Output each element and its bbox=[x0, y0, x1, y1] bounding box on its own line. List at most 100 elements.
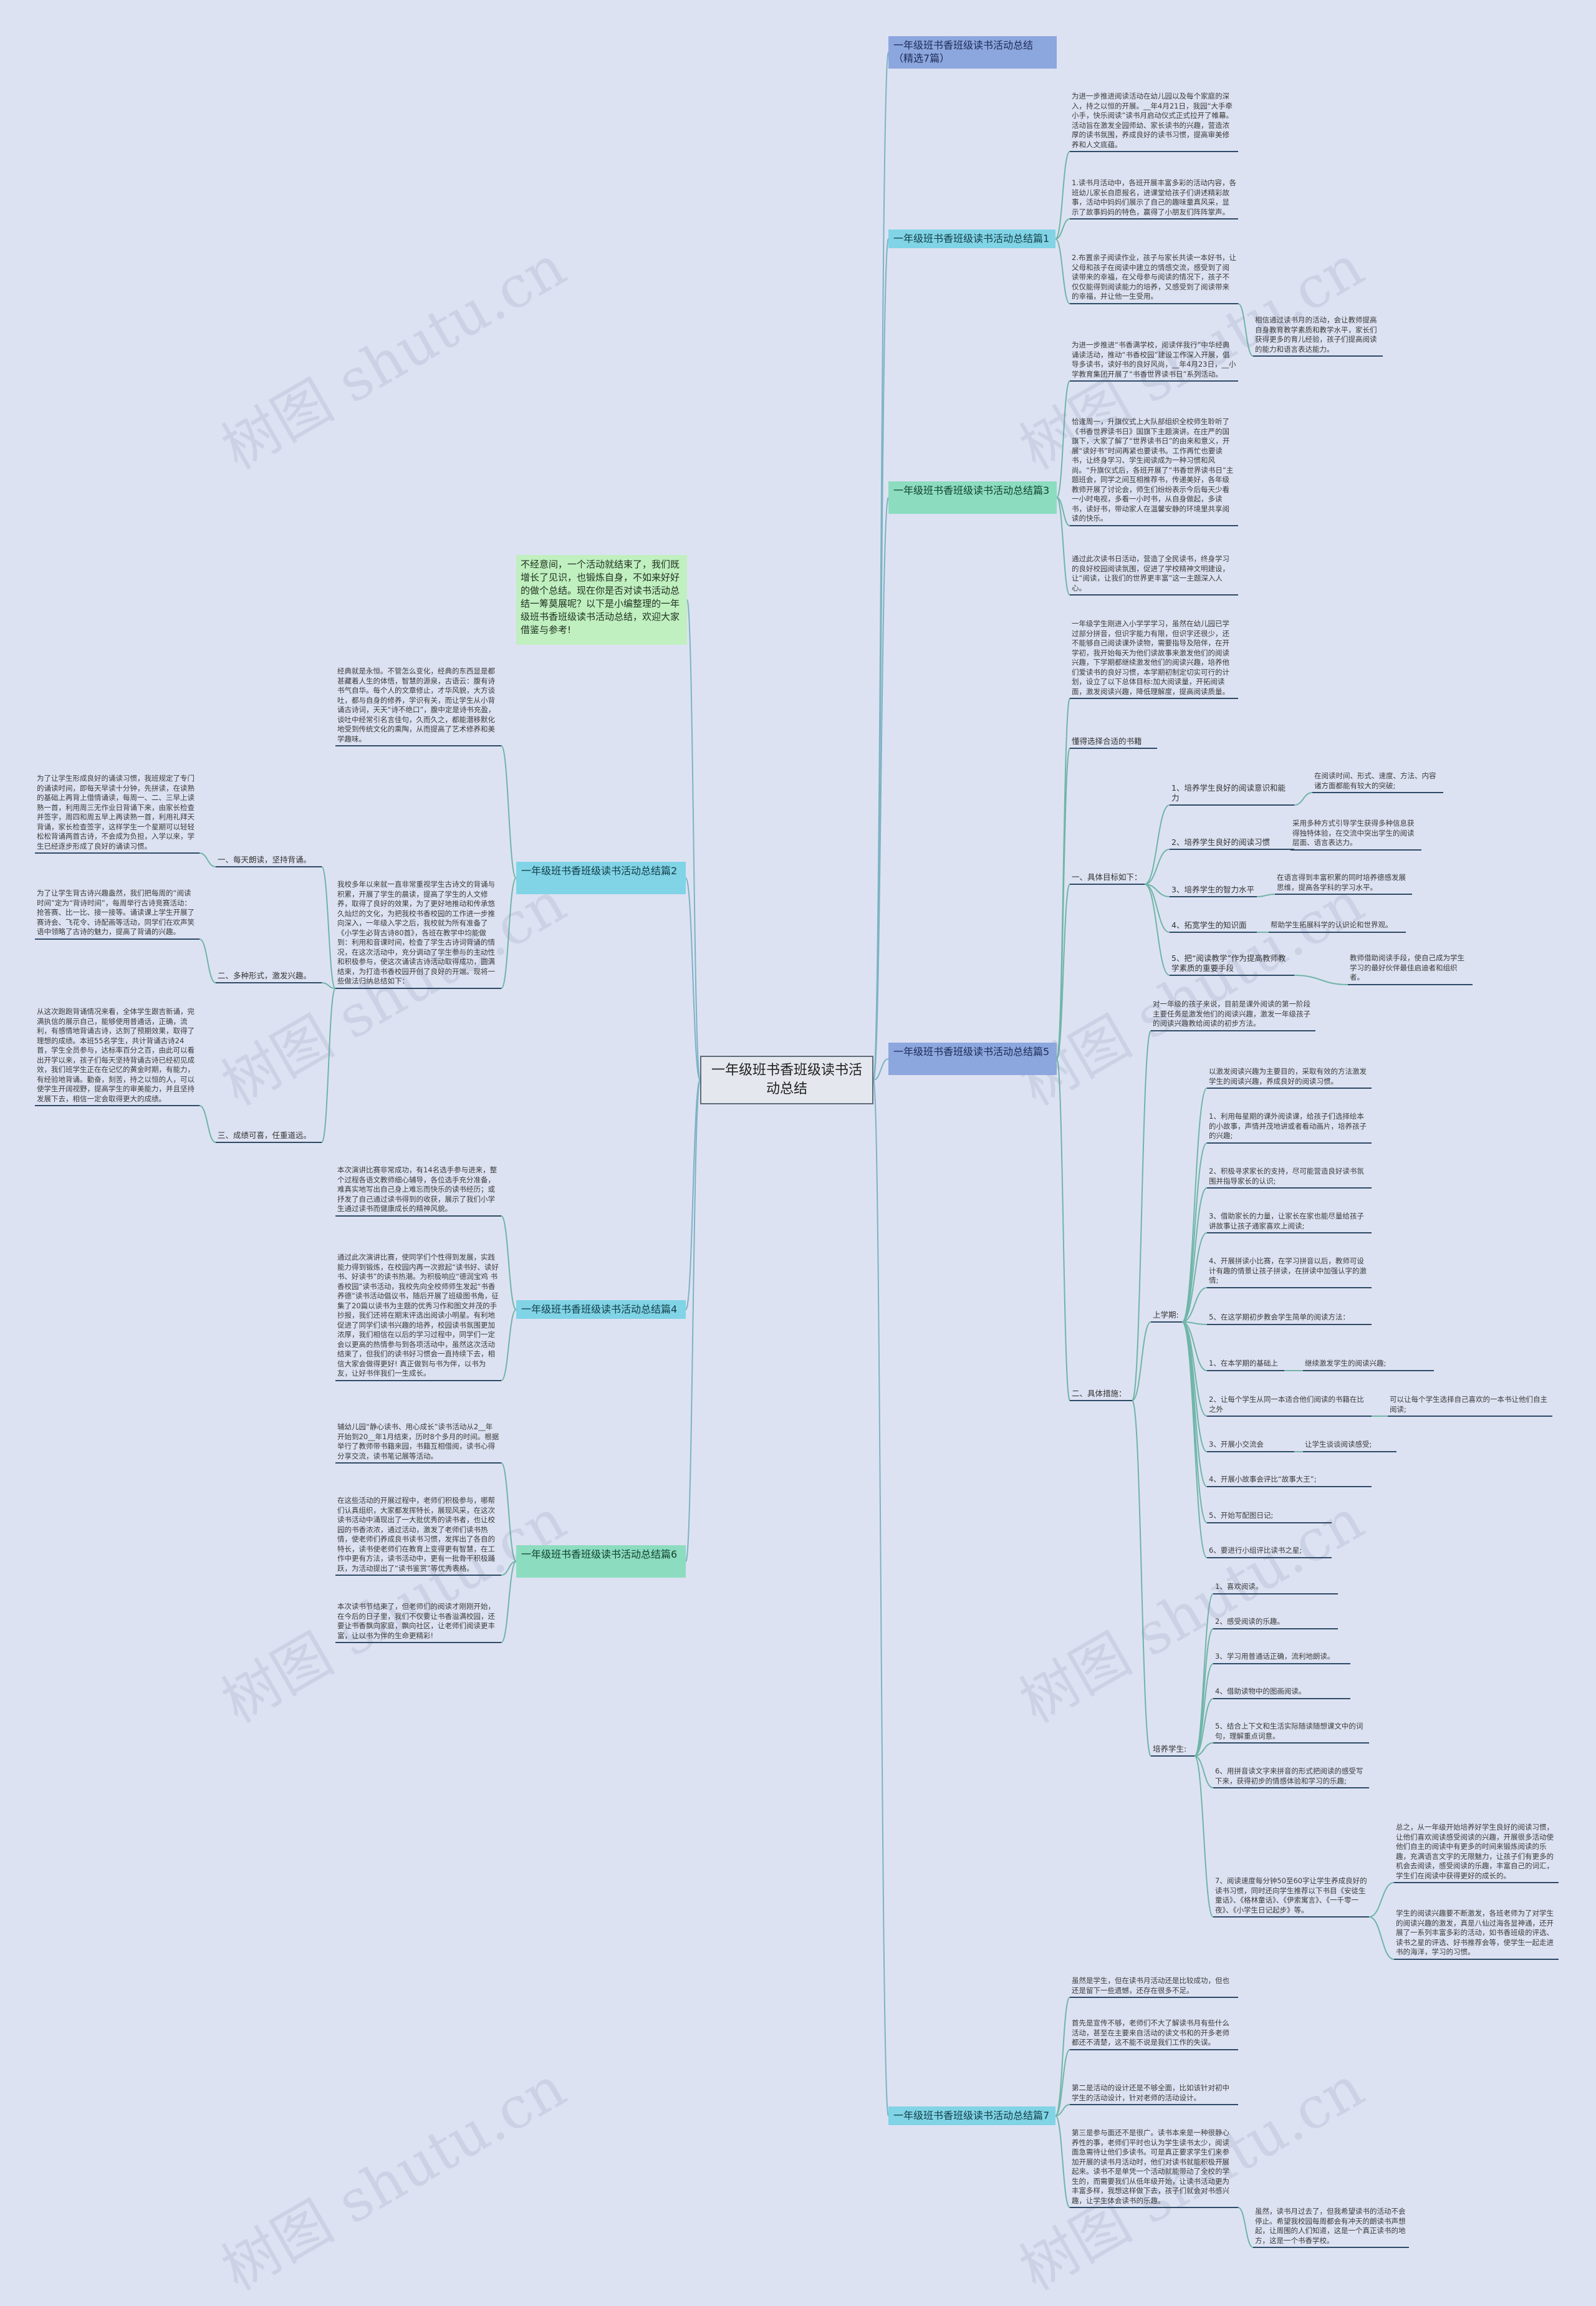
cultivate-label: 培养学生: bbox=[1151, 1744, 1195, 1757]
connector bbox=[873, 497, 889, 1081]
cultivate-summary: 总之，从一年级开始培养好学生良好的阅读习惯，让他们喜欢阅读感受阅读的兴趣，开展很… bbox=[1394, 1822, 1559, 1883]
connector bbox=[1144, 804, 1170, 885]
connector bbox=[1055, 238, 1070, 304]
connector bbox=[1194, 1755, 1214, 1918]
branch-article-4[interactable]: 一年级班书香班级读书活动总结篇4 bbox=[516, 1300, 686, 1319]
semester-step: 4、开展小故事会评比“故事大王”; bbox=[1207, 1474, 1372, 1487]
branch-article-5[interactable]: 一年级班书香班级读书活动总结篇5 bbox=[888, 1043, 1057, 1075]
connector bbox=[1181, 1142, 1208, 1323]
connector bbox=[1132, 1400, 1151, 1757]
connector bbox=[873, 1058, 889, 1081]
article-2-paragraph: 经典就是永恒。不管怎么变化，经典的东西显是都甚藏着人生的体悟，智慧的源泉，古语云… bbox=[335, 666, 501, 746]
article-5-goals-heading: 一、具体目标如下： bbox=[1070, 872, 1145, 885]
article-2-point: 一、每天朗读，坚持背诵。 bbox=[216, 854, 322, 867]
semester-step: 5、开始写配图日记; bbox=[1207, 1510, 1332, 1523]
article-7-paragraph: 第二是活动的设计还是不够全面，比如该针对初中学生的活动设计，针对老师的活动设计。 bbox=[1070, 2083, 1238, 2105]
semester-step: 3、开展小交流会 bbox=[1207, 1439, 1294, 1452]
cultivate-item: 2、感受阅读的乐趣。 bbox=[1213, 1616, 1338, 1629]
measures-intro: 对一年级的孩子来说，目前是课外阅读的第一阶段主要任务是激发他们的阅读兴趣，激发一… bbox=[1151, 999, 1315, 1031]
article-6-paragraph: 辅幼儿园“静心读书、用心成长”读书活动从2__年开始到20__年1月结束，历时8… bbox=[335, 1422, 501, 1464]
connector bbox=[686, 599, 701, 1081]
connector bbox=[1055, 1997, 1070, 2116]
connector bbox=[501, 877, 517, 989]
connector bbox=[501, 1309, 517, 1381]
article-2-point: 二、多种形式，激发兴趣。 bbox=[216, 970, 322, 983]
root-topic[interactable]: 一年级班书香班级读书活动总结 bbox=[700, 1056, 873, 1104]
connector bbox=[1056, 1058, 1070, 1401]
connector bbox=[873, 1079, 889, 2116]
connector bbox=[1181, 1232, 1208, 1323]
connector bbox=[1055, 151, 1070, 239]
connector bbox=[501, 1462, 517, 1562]
article-7-paragraph: 虽然是学生，但在读书月活动还是比较成功，但也还是留下一些遗憾，还存在很多不足。 bbox=[1070, 1976, 1238, 1998]
article-2-detail: 为了让学生背古诗兴趣盎然，我们把每周的“阅读时间”定为“背诗时间”，每周举行古诗… bbox=[35, 888, 200, 940]
article-4-paragraph: 通过此次演讲比赛，使同学们个性得到发展，实践能力得到锻炼，在校园内再一次掀起“读… bbox=[335, 1252, 501, 1381]
article-5-choose-books: 懂得选择合适的书籍 bbox=[1070, 736, 1157, 749]
connector bbox=[501, 745, 517, 879]
connector bbox=[1132, 1030, 1151, 1401]
cultivate-item: 1、喜欢阅读。 bbox=[1213, 1581, 1338, 1594]
connector bbox=[685, 1079, 701, 1562]
goal-detail: 在阅读时间、形式、速度、方法、内容诸方面都能有较大的突破; bbox=[1312, 771, 1443, 793]
article-2-point: 三、成绩可喜，任重道远。 bbox=[216, 1130, 322, 1143]
connector bbox=[1238, 2207, 1254, 2248]
article-6-paragraph: 本次读书节结束了，但老师们的阅读才刚刚开始，在今后的日子里，我们不仅要让书香溢满… bbox=[335, 1601, 501, 1643]
goal-detail: 采用多种方式引导学生获得多种信息获得独特体验，在交流中突出学生的阅读层面、语言表… bbox=[1291, 818, 1421, 851]
connector bbox=[1055, 218, 1070, 239]
semester-step: 以激发阅读兴趣为主要目的，采取有效的方法激发学生的阅读兴趣，养成良好的阅读习惯。 bbox=[1207, 1066, 1372, 1089]
connector bbox=[1056, 380, 1070, 498]
connector bbox=[1056, 497, 1070, 526]
connector bbox=[1055, 2049, 1070, 2116]
goal-item: 3、培养学生的智力水平 bbox=[1170, 884, 1257, 897]
semester-step-detail: 可以让每个学生选择自己喜欢的一本书让他们自主阅读; bbox=[1388, 1394, 1552, 1417]
article-1-paragraph: 1.读书月活动中，各班开展丰富多彩的活动内容，各班幼儿家长自愿报名，进课堂给孩子… bbox=[1070, 178, 1238, 220]
article-3-paragraph: 恰逢周一，升旗仪式上大队部组织全校师生聆听了《书香世界读书日》国旗下主题演讲。在… bbox=[1070, 417, 1238, 526]
connector bbox=[501, 1215, 517, 1310]
connector bbox=[1294, 792, 1313, 806]
connector bbox=[1056, 497, 1070, 596]
cultivate-item: 6、用拼音读文字来拼音的形式把阅读的感受写下来，获得初步的情感体验和学习的乐趣; bbox=[1213, 1766, 1369, 1788]
connector bbox=[1194, 1742, 1214, 1757]
connector bbox=[1294, 975, 1348, 985]
article-2-detail: 从这次跑跑背诵情况来看，全体学生跟吉新诵，完满执信的展示自己，能够使用普通话，正… bbox=[35, 1006, 200, 1106]
semester-step-detail: 继续激发学生的阅读兴趣; bbox=[1303, 1358, 1434, 1371]
connector bbox=[1055, 2115, 1070, 2208]
semester-step: 5、在这学期初步教会学生简单的阅读方法： bbox=[1207, 1312, 1372, 1325]
connector bbox=[1144, 849, 1170, 885]
connector bbox=[321, 988, 336, 1143]
connector bbox=[1132, 1321, 1151, 1401]
semester-step: 6、要进行小组评比读书之星; bbox=[1207, 1545, 1332, 1558]
goal-detail: 教师借助阅读手段，使自己成为学生学习的最好伙伴最佳启迪者和组织者。 bbox=[1348, 953, 1473, 985]
connector bbox=[199, 1105, 216, 1143]
connector bbox=[199, 852, 216, 867]
connector bbox=[501, 1561, 517, 1576]
branch-article-7[interactable]: 一年级班书香班级读书活动总结篇7 bbox=[888, 2106, 1055, 2125]
goal-item: 4、拓宽学生的知识面 bbox=[1170, 920, 1257, 933]
first-semester-label: 上学期: bbox=[1151, 1310, 1182, 1323]
goal-detail: 在语言得到丰富积累的同时培养德感发展思维，提高各学科的学习水平。 bbox=[1275, 872, 1412, 895]
connector bbox=[1194, 1698, 1214, 1757]
article-4-paragraph: 本次演讲比赛非常成功，有14名选手参与进来，整个过程各语文教师细心辅导，各位选手… bbox=[335, 1165, 501, 1217]
cultivate-item: 4、借助读物中的图画阅读。 bbox=[1213, 1686, 1350, 1699]
branch-article-2[interactable]: 一年级班书香班级读书活动总结篇2 bbox=[516, 862, 686, 894]
cultivate-item: 3、学习用普通话正确，流利地朗读。 bbox=[1213, 1651, 1350, 1664]
connector bbox=[1181, 1321, 1208, 1523]
connector bbox=[501, 1561, 517, 1643]
connector bbox=[1368, 1882, 1395, 1918]
article-6-paragraph: 在这些活动的开展过程中，老师们积极参与，哪帮们认真组织，大家都发挥特长，展现风采… bbox=[335, 1495, 501, 1576]
connector bbox=[1056, 884, 1070, 1059]
intro-note[interactable]: 不经意间，一个活动就结束了，我们既增长了见识，也锻炼自身，不如来好好的做个总结。… bbox=[516, 555, 687, 645]
connector bbox=[685, 1079, 701, 1310]
branch-summary-title[interactable]: 一年级班书香班级读书活动总结（精选7篇） bbox=[888, 36, 1057, 69]
connector bbox=[1055, 2104, 1070, 2116]
article-3-paragraph: 通过此次读书日活动，营造了全民读书，终身学习的良好校园阅读氛围，促进了学校精神文… bbox=[1070, 554, 1238, 596]
branch-article-6[interactable]: 一年级班书香班级读书活动总结篇6 bbox=[516, 1545, 686, 1578]
branch-article-3[interactable]: 一年级班书香班级读书活动总结篇3 bbox=[888, 481, 1057, 514]
cultivate-item: 5、结合上下文和生活实际随读随想课文中的词句，理解重点词意。 bbox=[1213, 1721, 1369, 1744]
branch-article-1[interactable]: 一年级班书香班级读书活动总结篇1 bbox=[888, 229, 1055, 248]
connector bbox=[1181, 1321, 1208, 1371]
connector bbox=[1238, 303, 1254, 357]
connector bbox=[1144, 884, 1170, 976]
goal-item: 2、培养学生良好的阅读习惯 bbox=[1170, 837, 1294, 850]
